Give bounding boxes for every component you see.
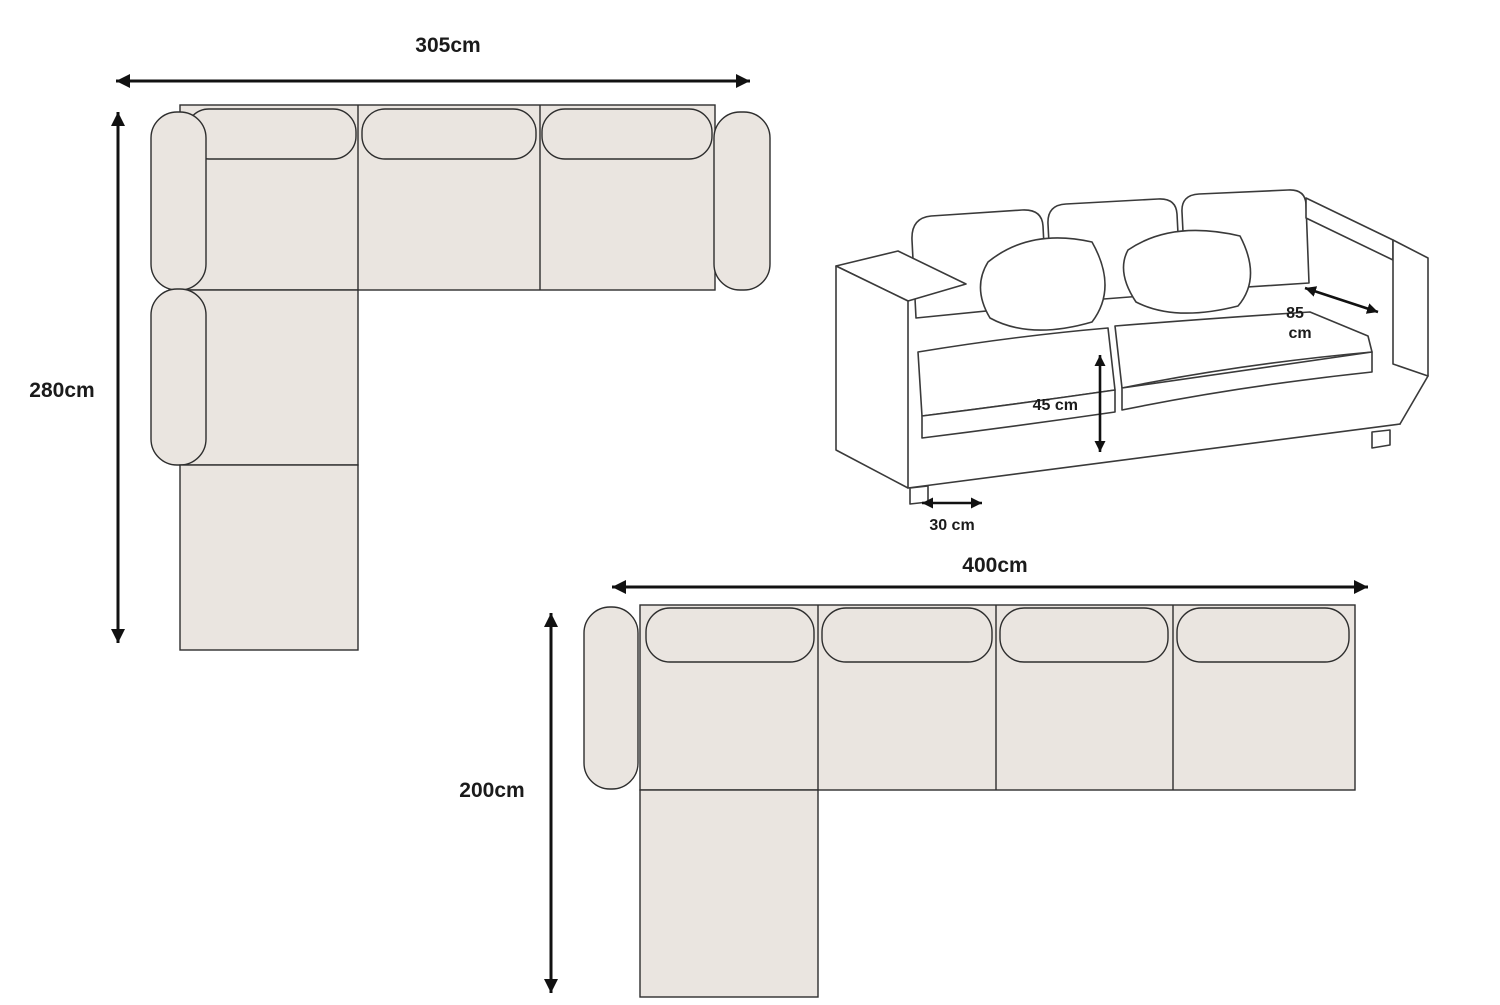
sofa-3d-dimensions: 85 cm 45 cm 30 cm — [922, 286, 1379, 534]
sofa-b-back-cushion — [821, 607, 993, 663]
sofa-b-height-label: 200cm — [459, 779, 524, 802]
sectional-sofa-b-top-view — [583, 604, 1356, 998]
sofa-a-chaise-seat — [179, 289, 359, 466]
sofa-a-ottoman — [179, 464, 359, 651]
sofa-a-height-label: 280cm — [29, 379, 94, 402]
sofa-a-width-label: 305cm — [415, 34, 480, 57]
sofa-b-back-cushion — [645, 607, 815, 663]
sofa-3d-sketch — [835, 189, 1429, 505]
sofa-a-chaise-armrest — [150, 288, 207, 466]
sofa-3d-base-label: 30 cm — [929, 517, 974, 534]
sofa-3d-armrest-left-front — [835, 265, 909, 489]
sofa-3d-depth-unit: cm — [1288, 325, 1311, 342]
sofa-3d-foot — [909, 485, 929, 505]
sofa-3d-depth-value: 85 — [1286, 305, 1304, 322]
sofa-3d-depth-arrow — [1304, 286, 1379, 314]
sofa-b-dimensions: 400cm 200cm — [459, 554, 1368, 993]
sofa-b-back-cushion — [999, 607, 1169, 663]
sofa-3d-pillow — [979, 237, 1106, 331]
sofa-3d-back-rail — [1305, 197, 1394, 261]
sofa-3d-pillow — [1122, 229, 1252, 314]
sofa-a-armrest-right — [713, 111, 771, 291]
sofa-b-back-cushion — [1176, 607, 1350, 663]
sofa-3d-foot — [1371, 429, 1391, 449]
sofa-a-armrest-left — [150, 111, 207, 291]
sofa-3d-armrest-right — [1392, 239, 1429, 377]
sofa-a-back-cushion — [541, 108, 713, 160]
sofa-b-armrest-left — [583, 606, 639, 790]
sofa-a-dimensions: 305cm 280cm — [29, 34, 750, 643]
sofa-b-chaise-seat — [639, 789, 819, 998]
sofa-3d-seat-front — [1121, 351, 1373, 411]
sofa-b-width-label: 400cm — [962, 554, 1027, 577]
sofa-3d-seat-front — [921, 389, 1116, 439]
sofa-3d-base-front — [907, 423, 1401, 489]
sofa-a-back-cushion — [361, 108, 537, 160]
sofa-a-back-cushion — [185, 108, 357, 160]
sofa-3d-seat-height-label: 45 cm — [1033, 397, 1078, 414]
sofa-3d-base-right — [1399, 375, 1429, 425]
sectional-sofa-a-top-view — [150, 104, 771, 651]
